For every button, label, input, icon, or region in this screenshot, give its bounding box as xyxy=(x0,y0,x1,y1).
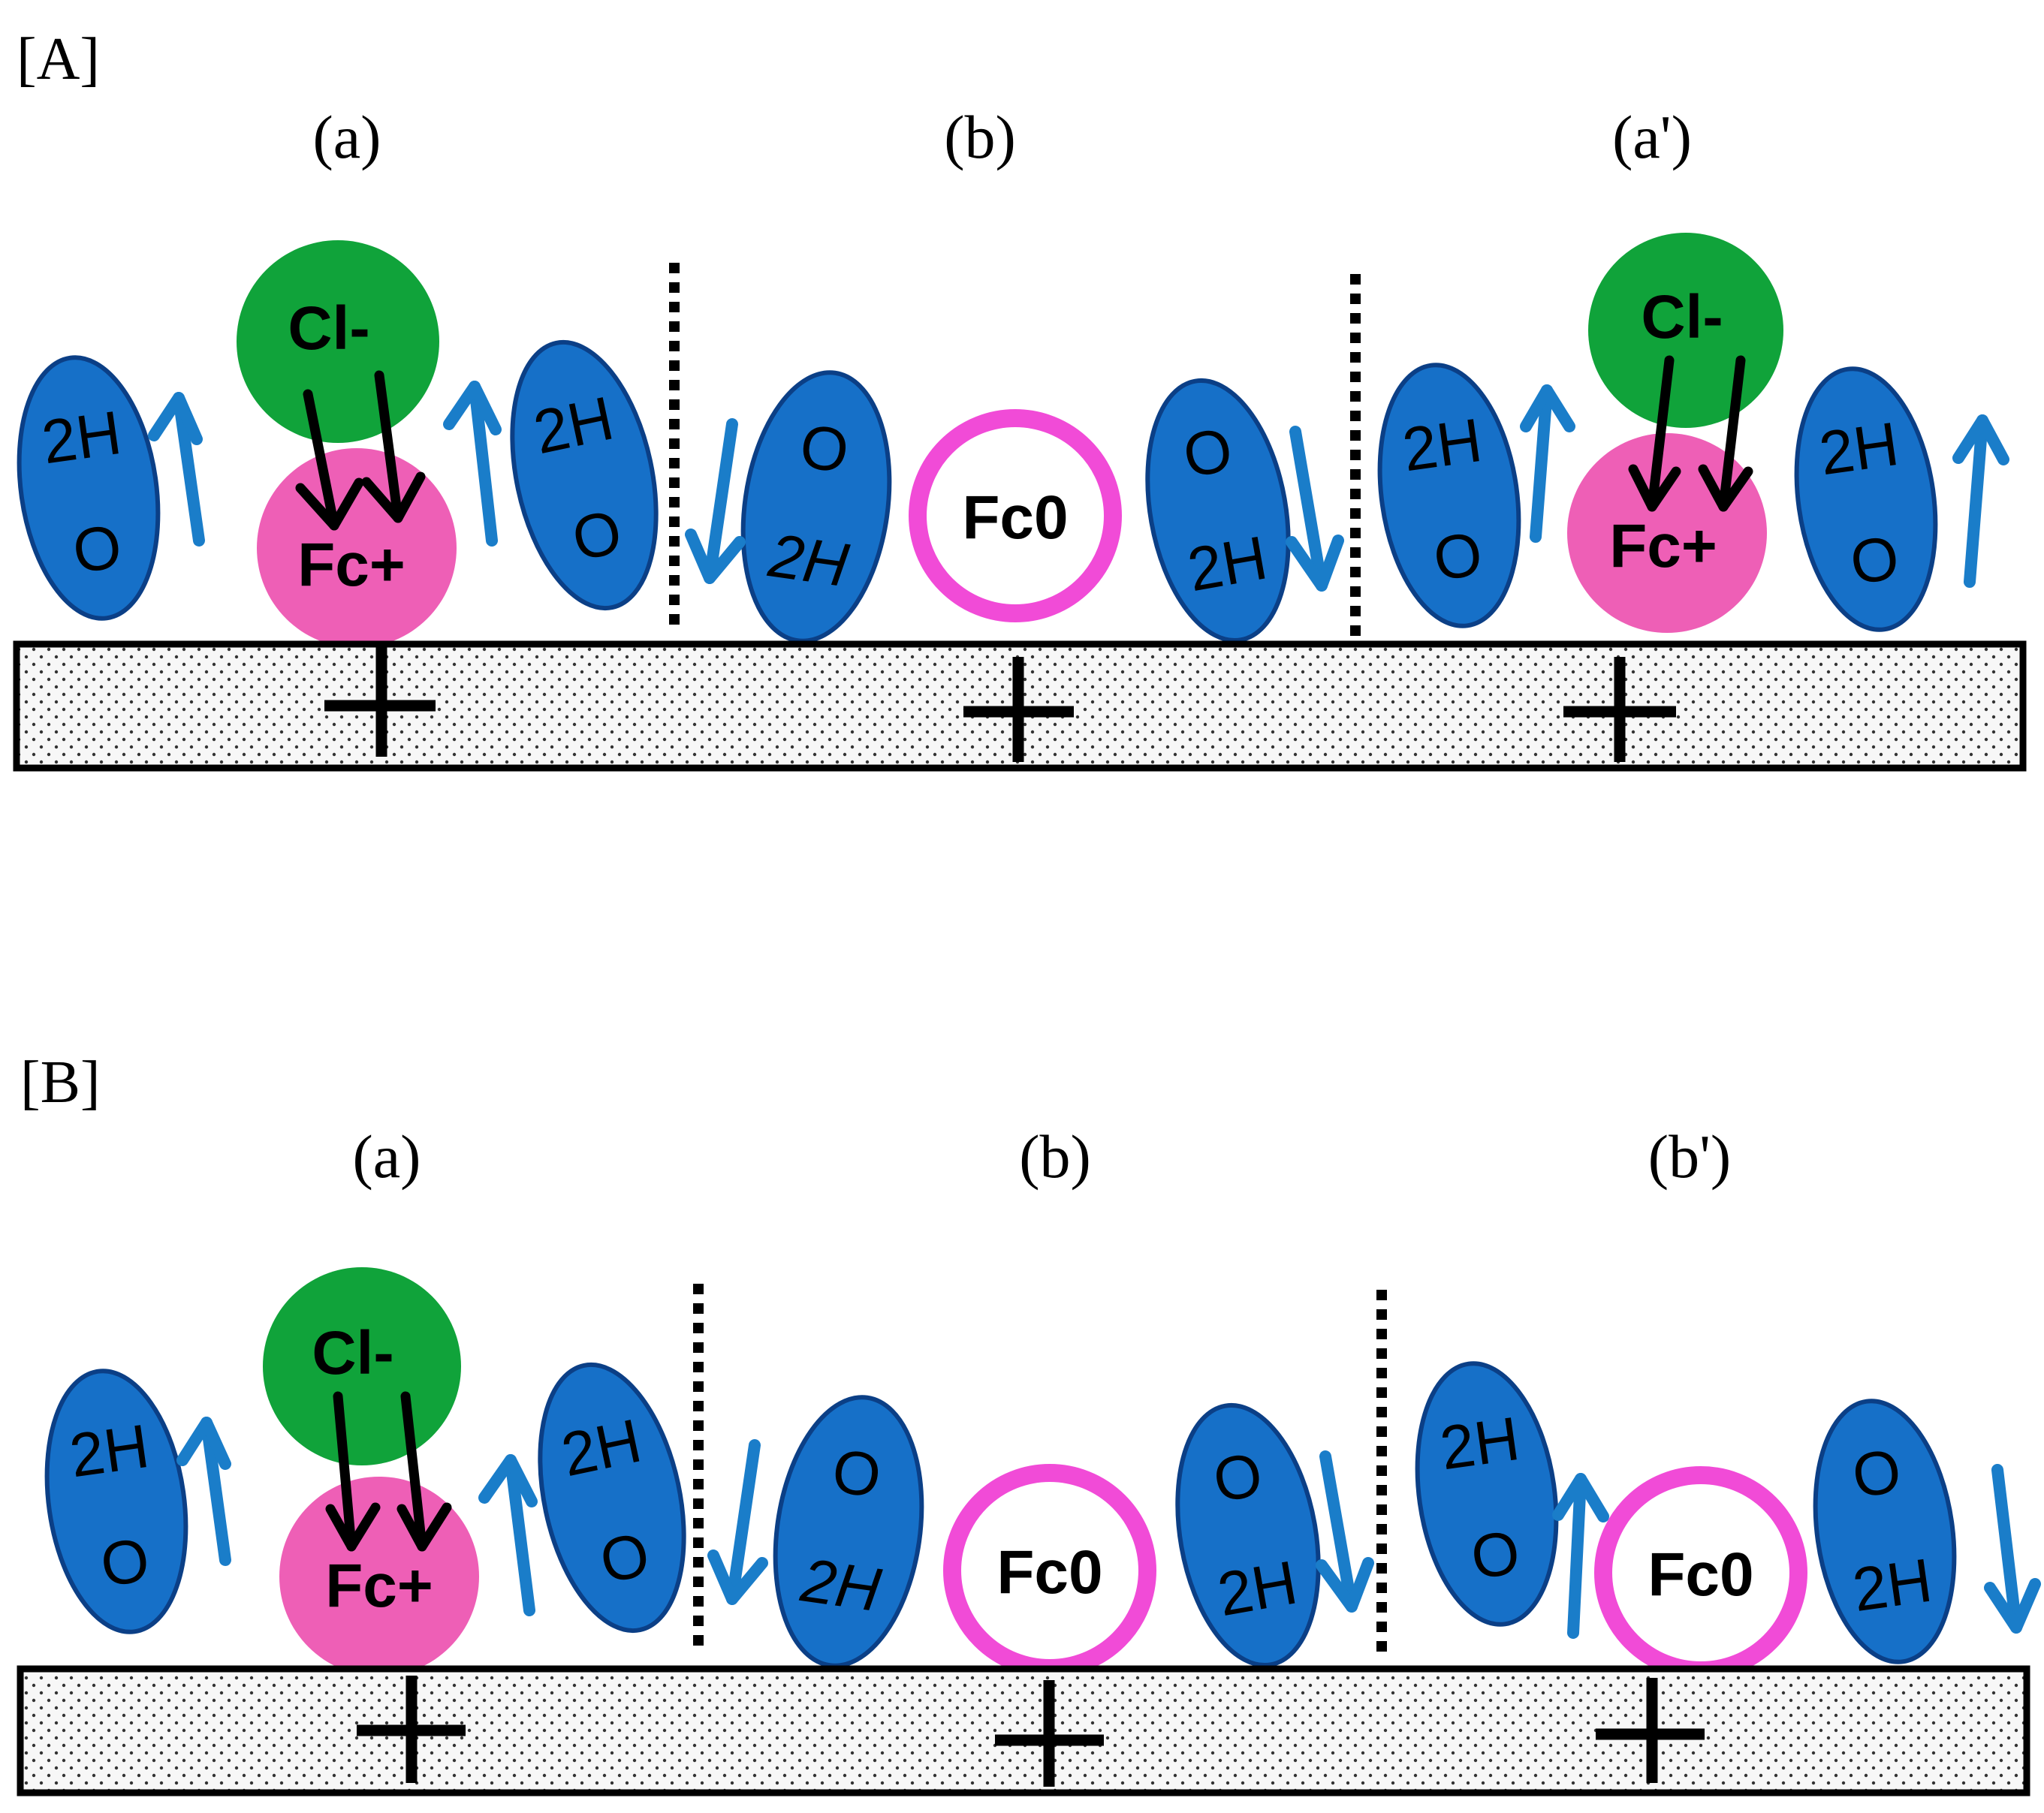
water-h-label: 2H xyxy=(556,1407,647,1490)
chloride-ion: Cl- xyxy=(237,240,439,443)
water-h-label: 2H xyxy=(65,1412,152,1491)
water-molecule: 2H O xyxy=(1377,363,1521,628)
panel-tag-a: [A] xyxy=(17,26,100,92)
fc-label: Fc0 xyxy=(1648,1540,1753,1609)
dipole-up-arrow xyxy=(443,381,502,547)
water-h-label: 2H xyxy=(764,521,853,600)
electrode-charge xyxy=(995,1680,1104,1787)
section-label: (a') xyxy=(1612,103,1692,171)
panel-b: [B] (a) (b) (b') 2H O 2H O 2H O O 2H xyxy=(17,1050,2041,1796)
water-molecule: 2H O xyxy=(1794,366,1938,632)
ion-pair-arrows xyxy=(295,370,426,531)
fc-label: Fc+ xyxy=(1609,512,1717,580)
chloride-ion: Cl- xyxy=(1588,233,1783,428)
water-h-label: 2H xyxy=(1436,1405,1523,1483)
electrode-charge xyxy=(963,657,1074,762)
water-molecule: 2H O xyxy=(510,339,659,611)
dipole-down-arrow xyxy=(685,418,746,584)
panel-tag-b: [B] xyxy=(20,1050,101,1116)
dipole-up-arrow xyxy=(1552,1473,1609,1639)
water-h-label: 2H xyxy=(797,1546,885,1625)
water-molecule: 2H O xyxy=(1415,1361,1559,1627)
water-h-label: 2H xyxy=(1398,406,1485,485)
water-o-label: O xyxy=(1430,520,1487,594)
water-o-label: O xyxy=(1178,415,1238,491)
fc-label: Fc+ xyxy=(297,531,405,599)
electrode-charge xyxy=(324,647,436,757)
ferrocene-neutral: Fc0 xyxy=(943,1464,1156,1677)
fc-label: Fc0 xyxy=(996,1538,1102,1607)
cl-label: Cl- xyxy=(312,1319,393,1387)
ferrocenium: Fc+ xyxy=(257,448,457,648)
dipole-up-arrow xyxy=(478,1454,538,1616)
water-molecule: O 2H xyxy=(1145,378,1291,643)
section-label: (a) xyxy=(352,1122,421,1191)
water-h-label: 2H xyxy=(528,384,619,468)
dipole-up-arrow xyxy=(148,392,205,547)
water-o-label: O xyxy=(1848,1437,1905,1511)
ferrocene-neutral: Fc0 xyxy=(909,409,1122,622)
water-o-label: O xyxy=(796,412,853,486)
dipole-down-arrow xyxy=(1984,1464,2041,1634)
ion-pair-arrows xyxy=(325,1391,452,1552)
fc-label: Fc+ xyxy=(325,1552,433,1620)
water-molecule: O 2H xyxy=(740,370,892,643)
dipole-down-arrow xyxy=(1316,1450,1374,1613)
section-label: (b') xyxy=(1648,1122,1731,1191)
cl-label: Cl- xyxy=(288,294,369,363)
water-o-label: O xyxy=(1847,523,1904,598)
water-o-label: O xyxy=(69,512,126,586)
water-h-label: 2H xyxy=(1213,1548,1302,1629)
water-h-label: 2H xyxy=(1183,523,1272,604)
water-molecule: O 2H xyxy=(1813,1399,1957,1664)
chloride-ion: Cl- xyxy=(263,1267,461,1465)
electrode-charge xyxy=(1596,1678,1705,1783)
water-molecule: O 2H xyxy=(1175,1402,1321,1668)
ferrocene-neutral: Fc0 xyxy=(1594,1466,1807,1679)
dipole-up-arrow xyxy=(1952,414,2009,588)
water-o-label: O xyxy=(97,1525,154,1600)
ion-pair-arrows xyxy=(1628,355,1753,512)
section-label: (a) xyxy=(312,103,381,171)
water-h-label: 2H xyxy=(1815,410,1902,489)
dipole-down-arrow xyxy=(1286,426,1344,592)
cl-label: Cl- xyxy=(1641,283,1723,351)
water-molecule: 2H O xyxy=(44,1369,188,1634)
water-o-label: O xyxy=(1467,1518,1524,1592)
water-o-label: O xyxy=(1208,1440,1268,1516)
electrode-charge xyxy=(357,1676,466,1783)
ferrocenium: Fc+ xyxy=(1567,433,1767,633)
dipole-up-arrow xyxy=(176,1417,231,1566)
water-h-label: 2H xyxy=(38,399,125,477)
water-h-label: 2H xyxy=(1849,1546,1936,1625)
section-label: (b) xyxy=(1019,1122,1091,1191)
water-molecule: O 2H xyxy=(773,1395,924,1668)
dipole-down-arrow xyxy=(707,1439,768,1605)
water-molecule: 2H O xyxy=(17,355,161,621)
water-molecule: 2H O xyxy=(538,1362,686,1634)
electrode xyxy=(17,1665,2030,1796)
electrode-charge xyxy=(1563,657,1676,762)
panel-a: [A] (a) (b) (a') 2H O 2H O 2H O 2H O xyxy=(13,26,2027,772)
dipole-up-arrow xyxy=(1520,384,1575,543)
section-label: (b) xyxy=(944,103,1016,171)
fc-label: Fc0 xyxy=(962,483,1068,552)
water-o-label: O xyxy=(828,1437,885,1511)
